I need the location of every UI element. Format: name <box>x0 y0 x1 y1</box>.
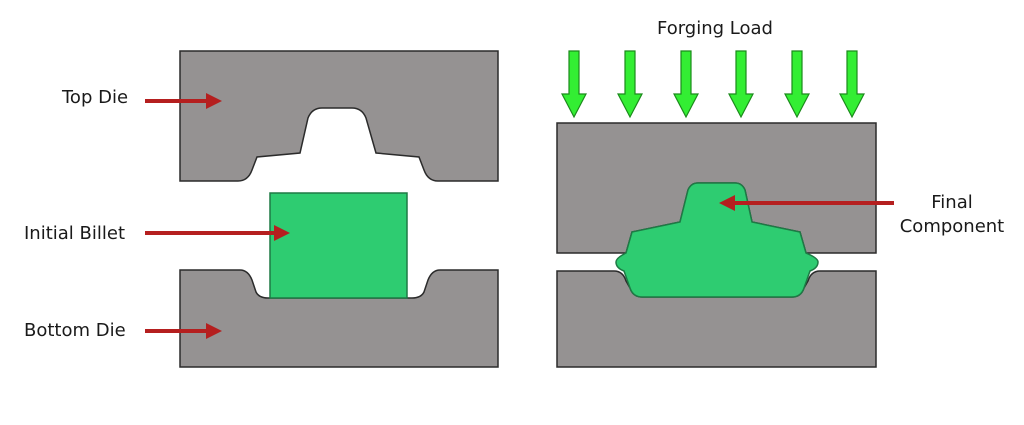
final-component-shape <box>615 182 819 298</box>
load-arrow-1 <box>561 50 587 119</box>
forging-load-arrows <box>561 50 865 119</box>
pointer-arrow-bottom-die <box>145 323 222 339</box>
load-arrow-6 <box>839 50 865 119</box>
forging-load-label: Forging Load <box>657 18 773 39</box>
top-die-left <box>179 50 499 182</box>
pointer-arrow-final-component <box>719 195 894 211</box>
load-arrow-4 <box>728 50 754 119</box>
bottom-die-left <box>179 269 499 368</box>
initial-billet-label: Initial Billet <box>24 223 126 244</box>
pointer-arrow-billet <box>145 225 290 241</box>
final-component-label: Final Component <box>899 192 1005 237</box>
top-die-label: Top Die <box>62 87 129 108</box>
pointer-arrow-top-die <box>145 93 222 109</box>
bottom-die-label: Bottom Die <box>24 320 126 341</box>
initial-billet-shape <box>269 192 408 299</box>
load-arrow-5 <box>784 50 810 119</box>
load-arrow-3 <box>673 50 699 119</box>
load-arrow-2 <box>617 50 643 119</box>
